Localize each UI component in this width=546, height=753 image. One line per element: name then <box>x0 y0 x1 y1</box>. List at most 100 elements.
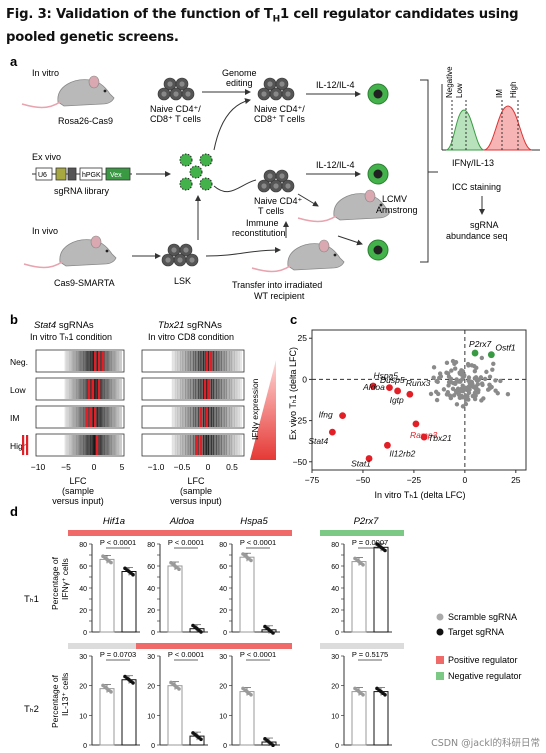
gene-title-p2rx7: P2rx7 <box>354 516 380 527</box>
barcode-line <box>191 435 193 455</box>
scatter-ylabel: Ex vivo Tₕ1 (delta LFC) <box>288 347 298 440</box>
barcode-line <box>196 407 198 427</box>
sgrna-red-line <box>92 379 95 399</box>
gene-point <box>445 390 451 395</box>
gene-point <box>466 375 472 380</box>
mouse-rosa-icon <box>21 75 115 109</box>
stat4-title: Stat4 sgRNAs <box>34 320 94 331</box>
gene-point <box>484 369 489 375</box>
svg-text:U6: U6 <box>38 172 47 179</box>
panel-b-label: b <box>10 312 18 327</box>
legend-negative-marker <box>436 672 444 680</box>
barcode-line <box>119 407 121 427</box>
barcode-line <box>232 379 234 399</box>
gene-point <box>464 385 469 391</box>
barcode-line <box>74 351 76 371</box>
barcode-line <box>240 435 242 455</box>
barcode-line <box>113 379 115 399</box>
dot-target <box>383 548 387 553</box>
th1-ylabel-2: IFNγ⁺ cells <box>60 558 70 600</box>
barcode-line <box>215 379 218 399</box>
barcode-line <box>207 435 210 455</box>
gene-point <box>461 372 466 378</box>
gene-point <box>491 361 496 367</box>
barcode-line <box>230 407 232 427</box>
barcode-line <box>188 435 190 455</box>
il12-label-2: IL-12/IL-4 <box>316 160 355 170</box>
gene-point-stat4 <box>328 428 336 436</box>
barcode-line <box>233 435 236 455</box>
gene-title-hif1a: Hif1a <box>103 516 125 527</box>
barcode-line <box>197 351 200 371</box>
barcode-line <box>82 407 85 427</box>
in-vitro-label: In vitro <box>32 68 59 78</box>
barcode-line <box>207 351 210 371</box>
dot-scramble <box>249 693 253 697</box>
barcode-line <box>74 379 76 399</box>
gene-point <box>487 374 493 380</box>
dot-scramble <box>361 693 365 697</box>
right-tick-0: −1.0 <box>148 462 165 472</box>
genome-line2: editing <box>226 78 253 88</box>
sgrna-red-line <box>26 435 29 455</box>
barcode-line <box>219 407 221 427</box>
bar-scramble <box>239 556 255 633</box>
barcode-line <box>176 379 179 399</box>
barcode-line <box>68 407 71 427</box>
sgrna-red-line <box>90 407 93 427</box>
barcode-line <box>217 407 219 427</box>
y-tick-label: 0 <box>223 743 227 750</box>
barcode-line <box>227 435 229 455</box>
barcode-line <box>233 407 236 427</box>
barcode-line <box>96 407 99 427</box>
barcode-line <box>99 435 101 455</box>
gene-label-stat1: Stat1 <box>351 458 371 468</box>
dot-target <box>131 681 135 685</box>
sgrna-red-line <box>94 407 97 427</box>
barcode-line <box>66 351 68 371</box>
gene-label-runx3: Runx3 <box>406 378 431 388</box>
barcode-line <box>105 407 107 427</box>
gene-label-igtp: Igtp <box>390 395 404 405</box>
barcode-line <box>193 379 195 399</box>
barcode-line <box>230 435 232 455</box>
barcode-line <box>202 407 205 427</box>
barcode-line <box>171 407 174 427</box>
naive1-line2: CD8⁺ T cells <box>150 114 201 124</box>
barcode-line <box>201 351 203 371</box>
regulator-strip <box>136 530 220 536</box>
gene-point <box>431 365 437 370</box>
th2-row-label: Tₕ2 <box>24 704 39 715</box>
barcode-line <box>119 351 121 371</box>
sgrna-red-line <box>88 379 91 399</box>
p-value: P < 0.0001 <box>240 538 276 547</box>
barcode-line <box>91 379 93 399</box>
barcode-line <box>173 435 175 455</box>
bar-scramble <box>351 691 367 746</box>
gene-point <box>448 376 454 381</box>
barcode-line <box>70 379 72 399</box>
barcode-line <box>240 407 242 427</box>
barcode-line <box>222 379 224 399</box>
gene-point <box>470 393 476 399</box>
gene-point <box>434 397 440 403</box>
barcode-line <box>106 351 108 371</box>
gene-point-aldoa <box>369 382 377 390</box>
barcode-line <box>194 351 197 371</box>
barcode-line <box>95 379 97 399</box>
immune-line1: Immune <box>246 218 279 228</box>
barcode-line <box>183 351 185 371</box>
barcode-line <box>78 435 80 455</box>
dot-scramble <box>109 560 113 565</box>
legend: Scramble sgRNA Target sgRNA Positive reg… <box>436 612 522 681</box>
barcode-line <box>66 379 68 399</box>
svg-text:Vex: Vex <box>110 172 122 179</box>
barcode-line <box>210 407 213 427</box>
barcode-line <box>88 351 90 371</box>
barcode-line <box>176 351 179 371</box>
naive2-line1: Naive CD4⁺/ <box>254 104 305 114</box>
y-tick-label: 40 <box>79 586 87 593</box>
